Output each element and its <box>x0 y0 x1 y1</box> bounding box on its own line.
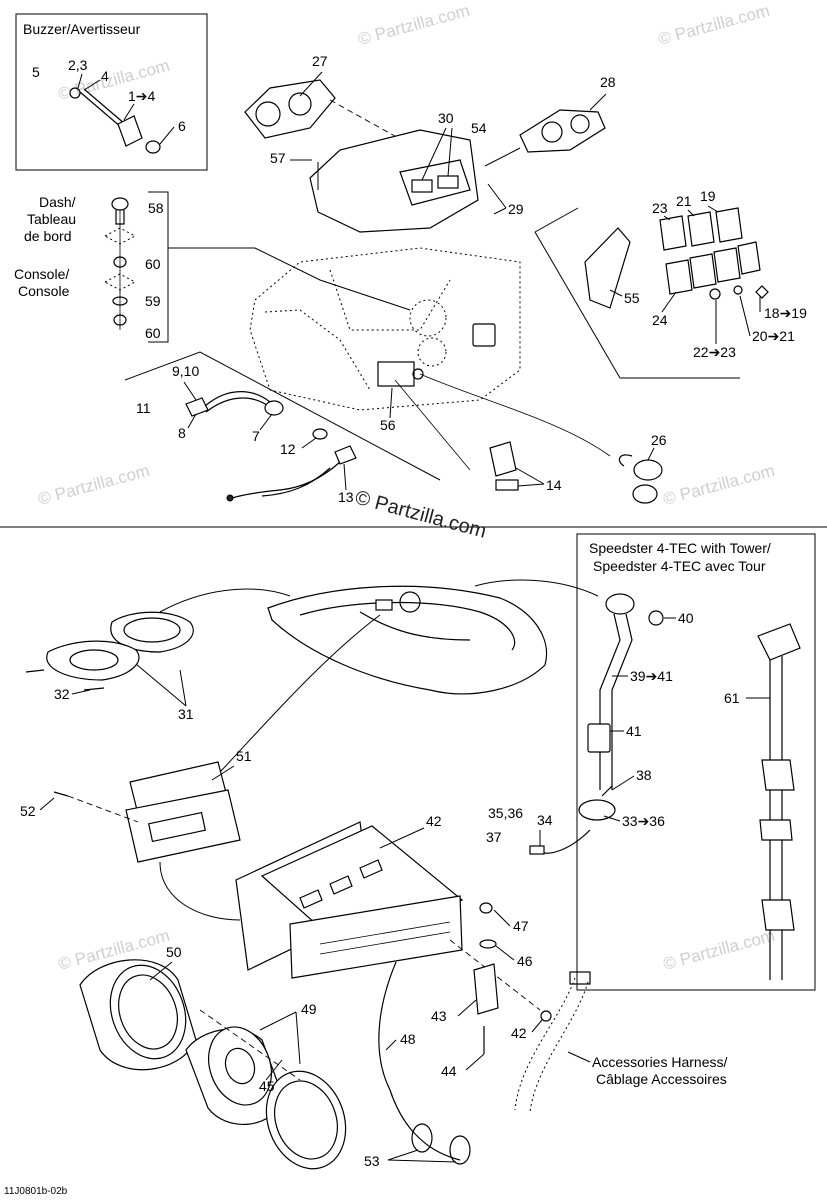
callout-label: 7 <box>252 428 260 444</box>
callout-label: 27 <box>312 53 328 69</box>
callout-label: 42 <box>511 1025 527 1041</box>
watermark-text: © Partzilla.com <box>656 1 772 49</box>
callout-label: 29 <box>508 201 524 217</box>
callout-label: 43 <box>431 1008 447 1024</box>
callout-label: 40 <box>678 610 694 626</box>
callout-label: 5 <box>32 64 40 80</box>
callout-label: 54 <box>471 120 487 136</box>
wiring-connectors <box>124 351 663 504</box>
boat-hull <box>159 579 599 773</box>
watermark-text: © Partzilla.com <box>661 926 777 974</box>
callout-label: 59 <box>145 293 161 309</box>
callout-label: 60 <box>145 325 161 341</box>
callout-label: 38 <box>636 767 652 783</box>
accessories-harness-line1: Accessories Harness/ <box>592 1054 727 1070</box>
callout-label: 58 <box>148 200 164 216</box>
callout-label: 42 <box>426 813 442 829</box>
callout-label: 48 <box>400 1031 416 1047</box>
callout-label: 51 <box>236 748 252 764</box>
stereo-head-unit <box>53 761 241 921</box>
callout-label: 47 <box>513 918 529 934</box>
callout-label: 46 <box>517 953 533 969</box>
callout-label: 60 <box>145 256 161 272</box>
callout-label: 19 <box>700 188 716 204</box>
callout-label: 50 <box>166 944 182 960</box>
instrument-cluster <box>244 79 606 233</box>
callout-label: 52 <box>20 803 36 819</box>
callout-label: 14 <box>546 477 562 493</box>
buzzer-box: Buzzer/Avertisseur <box>15 13 208 171</box>
callout-label: 18➔19 <box>764 305 807 321</box>
callout-label: 57 <box>270 150 286 166</box>
callout-label: 9,10 <box>172 363 199 379</box>
callout-label: 33➔36 <box>622 813 665 829</box>
watermark-text: © Partzilla.com <box>661 461 777 509</box>
callout-label: 44 <box>441 1063 457 1079</box>
callout-label: 41 <box>626 723 642 739</box>
callout-label: 45 <box>259 1078 275 1094</box>
callout-label: 2,3 <box>68 57 88 73</box>
accessories-harness <box>514 971 591 1113</box>
center-watermark: © Partzilla.com <box>353 487 489 543</box>
callout-label: 37 <box>486 829 502 845</box>
callout-label: 4 <box>101 68 109 84</box>
mount-bracket <box>473 902 552 1054</box>
callout-label: 49 <box>301 1001 317 1017</box>
callout-label: 31 <box>178 706 194 722</box>
reference-code: 11J0801b-02b <box>4 1186 68 1197</box>
dash-label: Dash/ Tableau de bord <box>24 194 80 244</box>
callout-labels: 5 2,3 4 1➔4 6 27 28 30 54 57 29 58 60 59… <box>4 53 807 1197</box>
callout-label: 23 <box>652 200 668 216</box>
callout-label: 13 <box>338 489 354 505</box>
callout-label: 21 <box>676 193 692 209</box>
tower-box-line2: Speedster 4-TEC avec Tour <box>593 558 766 574</box>
callout-label: 53 <box>364 1153 380 1169</box>
watermark-text: © Partzilla.com <box>356 1 472 49</box>
callout-label: 32 <box>54 686 70 702</box>
callout-label: 22➔23 <box>693 344 736 360</box>
watermark-text: © Partzilla.com <box>36 461 152 509</box>
callout-label: 26 <box>651 432 667 448</box>
buzzer-box-title: Buzzer/Avertisseur <box>23 21 141 37</box>
tower-light-pole <box>529 593 664 855</box>
callout-label: 11 <box>136 400 151 416</box>
callout-label: 55 <box>624 290 640 306</box>
callout-label: 30 <box>438 110 454 126</box>
callout-label: 56 <box>380 417 396 433</box>
vent-assembly <box>25 611 194 691</box>
callout-label: 35,36 <box>488 805 523 821</box>
callout-label: 12 <box>280 441 296 457</box>
dash-console-legend <box>103 191 169 343</box>
callout-label: 24 <box>652 312 668 328</box>
switch-panel <box>534 207 769 379</box>
callout-label: 6 <box>178 118 186 134</box>
amplifier <box>235 821 541 1161</box>
speakers <box>79 959 347 1170</box>
tower-box-line1: Speedster 4-TEC with Tower/ <box>589 540 771 556</box>
accessories-harness-line2: Câblage Accessoires <box>596 1071 727 1087</box>
console-label: Console/ Console <box>14 266 73 299</box>
callout-label: 28 <box>600 74 616 90</box>
callout-label: 1➔4 <box>128 88 156 104</box>
callout-label: 34 <box>537 812 553 828</box>
leader-lines <box>39 71 770 1163</box>
callout-label: 39➔41 <box>630 668 673 684</box>
tower-box: Speedster 4-TEC with Tower/ Speedster 4-… <box>576 533 816 991</box>
console-hull <box>168 247 521 411</box>
callout-label: 20➔21 <box>752 328 795 344</box>
callout-label: 61 <box>724 690 740 706</box>
cable-ties <box>411 1123 471 1165</box>
callout-label: 8 <box>178 425 186 441</box>
